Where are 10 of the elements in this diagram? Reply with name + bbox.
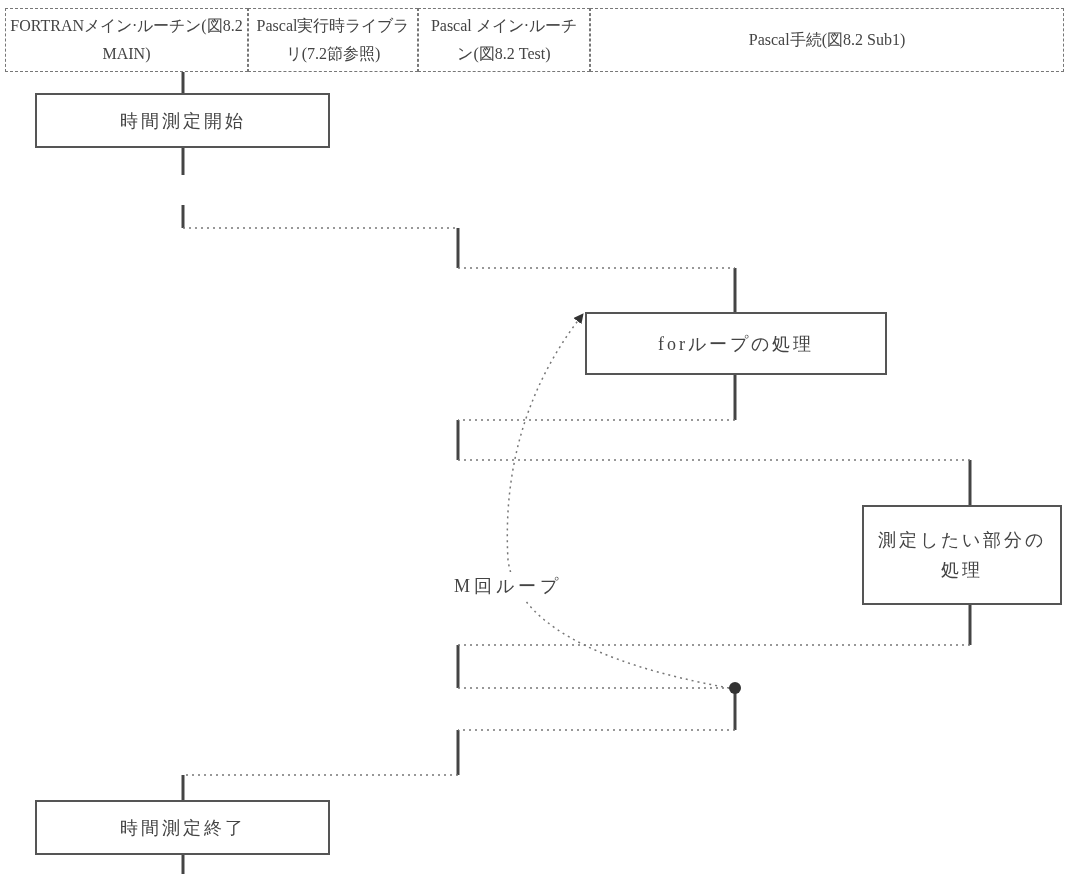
process-box: forループの処理	[585, 312, 887, 375]
lane-header: Pascal手続(図8.2 Sub1)	[590, 8, 1064, 72]
process-box: 時間測定開始	[35, 93, 330, 148]
lane-header: Pascal実行時ライブラリ(7.2節参照)	[248, 8, 418, 72]
loop-arrow	[506, 313, 730, 689]
lane-header: FORTRANメイン·ルーチン(図8.2 MAIN)	[5, 8, 248, 72]
process-box: 時間測定終了	[35, 800, 330, 855]
process-box: 測定したい部分の処理	[862, 505, 1062, 605]
lane-header: Pascal メイン·ルーチン(図8.2 Test)	[418, 8, 590, 72]
junction-dot	[729, 682, 741, 694]
